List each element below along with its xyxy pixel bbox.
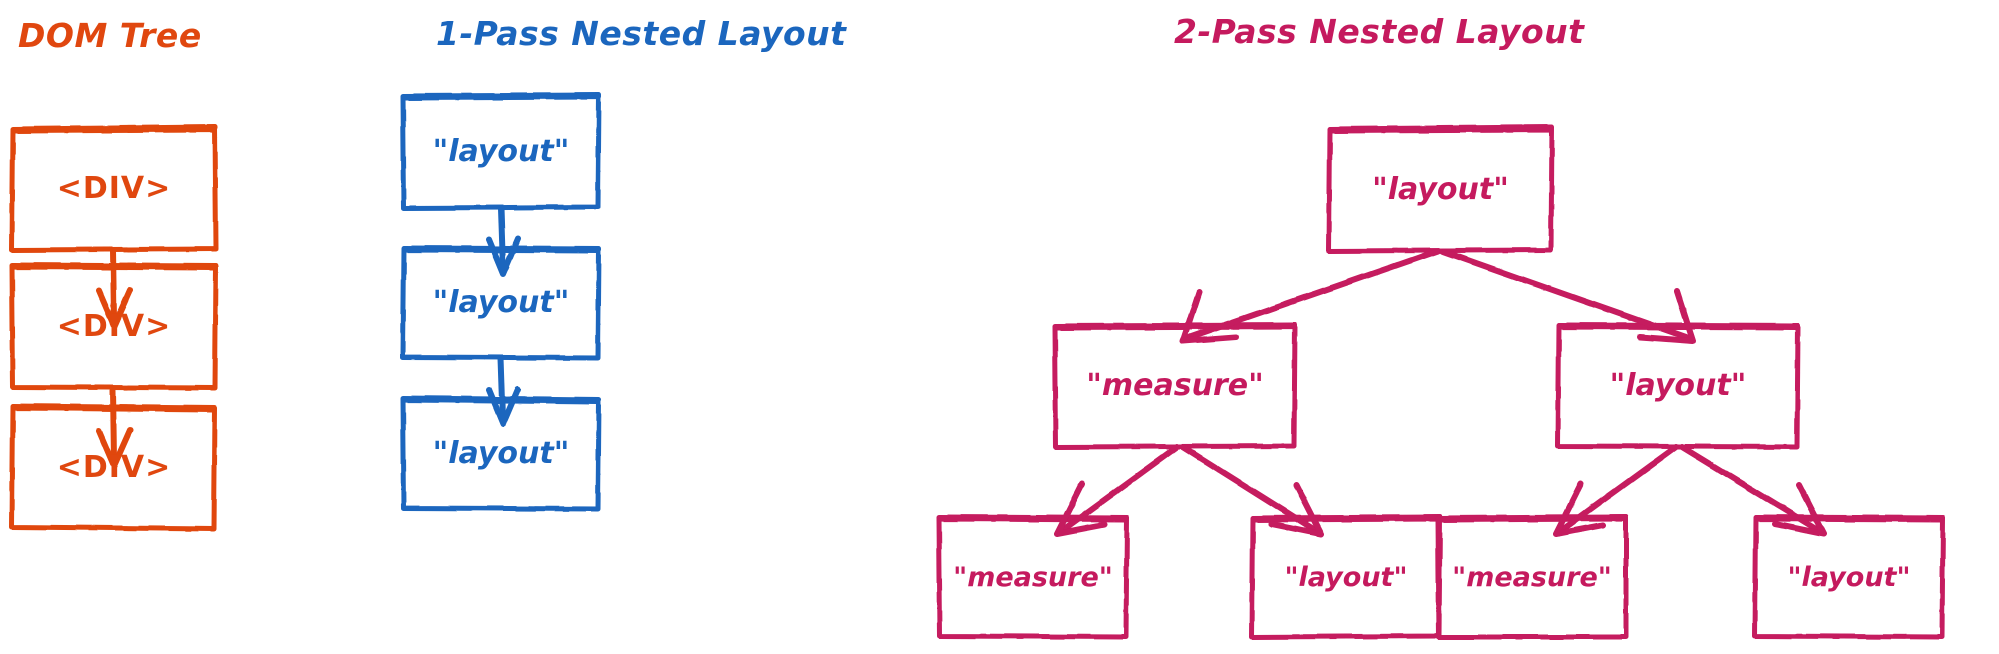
node-label: "layout" [1284, 561, 1408, 593]
node-dom-1[interactable]: <DIV> [9, 124, 219, 253]
panel-title-dom-tree: DOM Tree [18, 16, 202, 55]
node-label: "layout" [432, 285, 570, 320]
box-outline [400, 92, 602, 211]
node-two-pass-leaf-3[interactable]: "measure" [1435, 514, 1629, 640]
node-label: <DIV> [56, 450, 172, 485]
node-dom-2[interactable]: <DIV> [9, 262, 219, 391]
node-one-pass-1[interactable]: "layout" [400, 92, 602, 211]
node-one-pass-2[interactable]: "layout" [400, 245, 602, 361]
node-label: "measure" [1452, 561, 1612, 593]
node-label: "layout" [432, 133, 570, 169]
node-two-pass-mid-right[interactable]: "layout" [1555, 322, 1801, 450]
node-label: <DIV> [56, 171, 172, 206]
node-two-pass-leaf-1[interactable]: "measure" [936, 514, 1130, 640]
node-label: "measure" [953, 561, 1113, 593]
node-label: "layout" [1609, 368, 1747, 403]
node-label: "layout" [1787, 561, 1911, 593]
node-two-pass-root[interactable]: "layout" [1326, 124, 1555, 254]
node-label: "layout" [432, 436, 570, 471]
node-label: "measure" [1086, 368, 1264, 403]
node-two-pass-mid-left[interactable]: "measure" [1052, 322, 1298, 450]
node-one-pass-3[interactable]: "layout" [400, 395, 602, 512]
node-label: <DIV> [56, 309, 172, 344]
panel-title-two-pass-nested-layout: 2-Pass Nested Layout [1174, 12, 1585, 51]
box-outline [9, 124, 219, 253]
panel-title-one-pass-nested-layout: 1-Pass Nested Layout [436, 14, 847, 53]
node-dom-3[interactable]: <DIV> [9, 403, 218, 532]
node-label: "layout" [1372, 171, 1509, 207]
node-two-pass-leaf-2[interactable]: "layout" [1249, 514, 1443, 640]
node-two-pass-leaf-4[interactable]: "layout" [1752, 514, 1946, 640]
